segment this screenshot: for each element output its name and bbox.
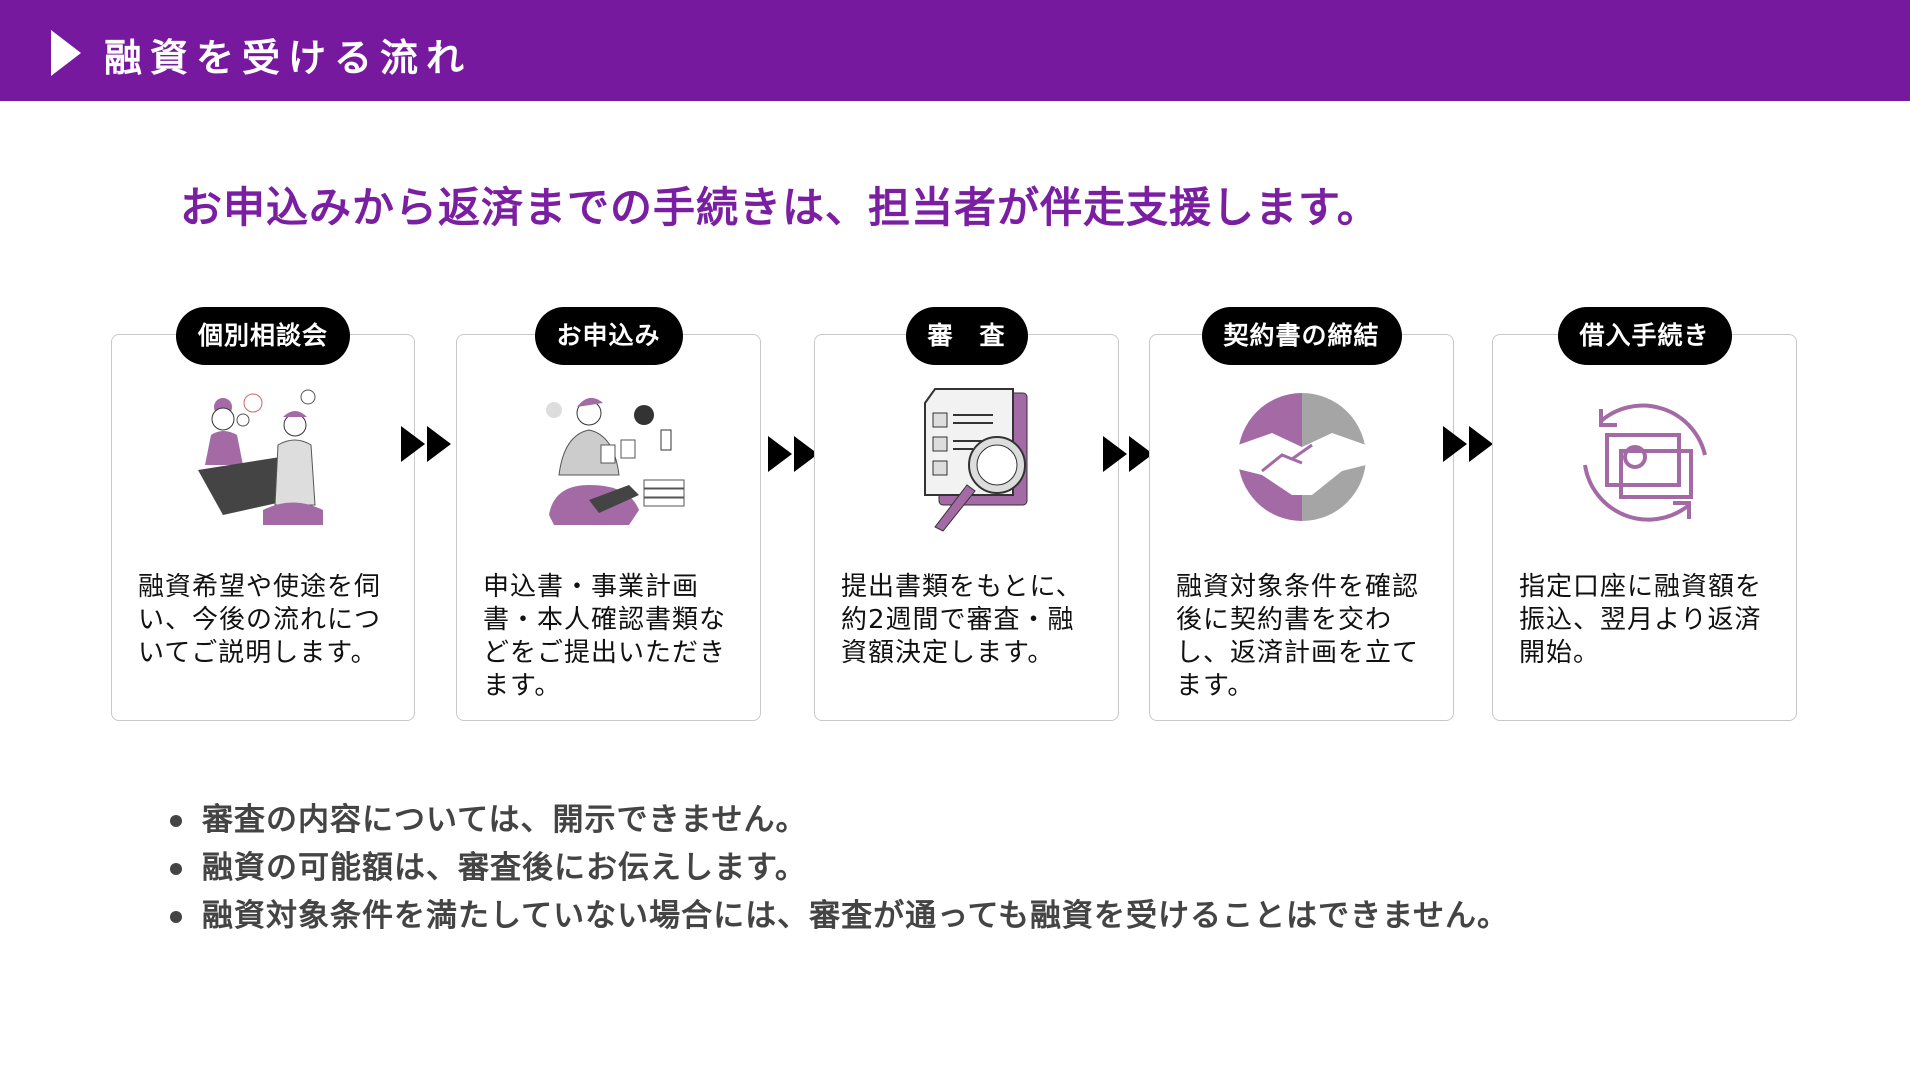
step-card-review: 審 査 提出書類をもとに、約2週間で審査・融資額決定します。	[814, 307, 1119, 721]
subtitle: お申込みから返済までの手続きは、担当者が伴走支援します。	[180, 183, 1380, 232]
play-triangle-icon	[51, 30, 81, 76]
step-label: 審 査	[905, 307, 1028, 365]
document-magnifier-icon	[923, 388, 1027, 532]
step-description: 申込書・事業計画書・本人確認書類などをご提出いただきます。	[483, 572, 727, 701]
money-cycle-icon	[1582, 403, 1707, 522]
step-description: 指定口座に融資額を振込、翌月より返済開始。	[1519, 572, 1763, 668]
step-card-contract: 契約書の締結 融資対象条件を確認後に契約書を交わし、返済計画を立てます。	[1149, 307, 1454, 721]
notes-list: 審査の内容については、開示できません。 融資の可能額は、審査後にお伝えします。 …	[170, 796, 1509, 940]
step-description: 融資希望や使途を伺い、今後の流れについてご説明します。	[138, 572, 382, 668]
step-label: 借入手続き	[1557, 307, 1732, 365]
step-label: 個別相談会	[175, 307, 351, 365]
step-description: 提出書類をもとに、約2週間で審査・融資額決定します。	[841, 572, 1083, 668]
header-bar: 融資を受ける流れ	[0, 0, 1910, 101]
note-item: 融資の可能額は、審査後にお伝えします。	[170, 844, 1509, 892]
step-card-borrowing: 借入手続き 指定口座に融資額を振込、翌月より返済開始。	[1492, 307, 1797, 721]
step-label: お申込み	[534, 307, 683, 365]
double-arrow-icon	[1103, 436, 1153, 472]
application-illustration	[545, 397, 684, 525]
handshake-icon	[1237, 393, 1366, 521]
double-arrow-icon	[1443, 426, 1493, 462]
note-item: 審査の内容については、開示できません。	[170, 796, 1509, 844]
double-arrow-icon	[768, 436, 818, 472]
step-card-application: お申込み 申込書・事業計画書・本人確認書類などをご提出いただきます。	[456, 307, 761, 721]
step-description: 融資対象条件を確認後に契約書を交わし、返済計画を立てます。	[1176, 572, 1420, 701]
step-card-consultation: 個別相談会 融資希望や使途を伺い、今後の流れについてご説明します。	[111, 307, 415, 721]
page-title: 融資を受ける流れ	[104, 36, 473, 80]
note-item: 融資対象条件を満たしていない場合には、審査が通っても融資を受けることはできません…	[170, 892, 1509, 940]
double-arrow-icon	[401, 426, 451, 462]
step-label: 契約書の締結	[1201, 307, 1402, 365]
consultation-illustration	[198, 389, 323, 525]
